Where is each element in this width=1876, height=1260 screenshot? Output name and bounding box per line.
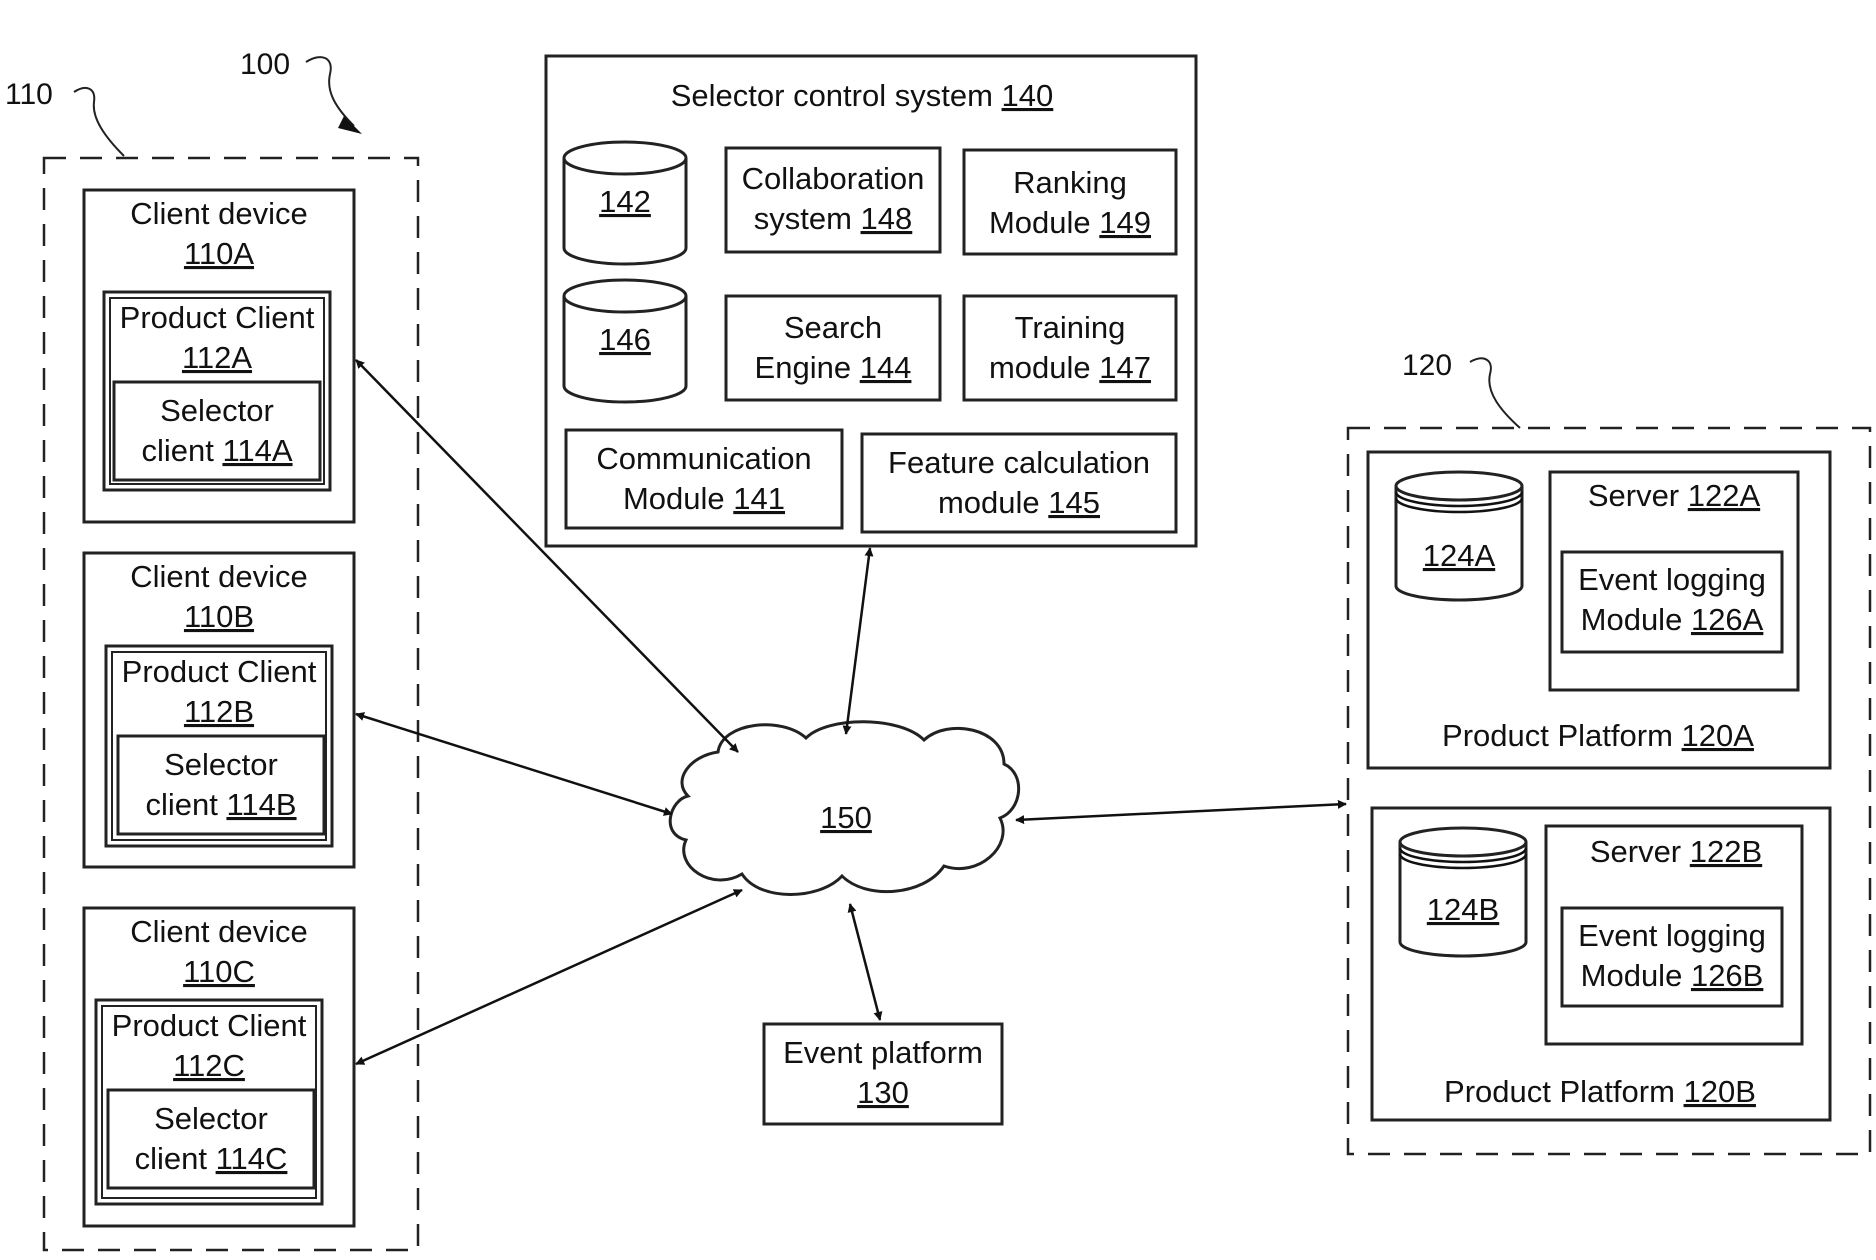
server-122b-label: Server 122B	[1590, 834, 1762, 869]
network-ref: 150	[820, 800, 872, 835]
platform-group-ref-callout: 120	[1402, 349, 1520, 428]
system-ref-leader	[306, 57, 354, 126]
selector-client-b-label-2: client 114B	[145, 787, 296, 822]
database-124a-top	[1396, 472, 1522, 500]
communication-module-label-2: Module 141	[623, 481, 785, 516]
database-124a: 124A	[1396, 472, 1522, 600]
training-module: Training module 147	[964, 296, 1176, 400]
client-device-a-label: Client device	[130, 196, 307, 231]
database-146-top	[564, 280, 686, 312]
database-124b-top	[1400, 828, 1526, 856]
product-client-c-ref: 112C	[173, 1048, 245, 1083]
event-platform-label: Event platform	[783, 1035, 983, 1070]
client-device-a-ref: 110A	[184, 236, 254, 271]
event-logging-a-label-2: Module 126A	[1581, 602, 1764, 637]
product-client-c-label: Product Client	[112, 1008, 307, 1043]
event-platform: Event platform 130	[764, 1024, 1002, 1124]
product-client-a-ref: 112A	[182, 340, 252, 375]
system-ref-arrowhead	[338, 116, 362, 134]
product-platform-a: 124A Server 122A Event logging Module 12…	[1368, 452, 1830, 768]
product-client-a-label: Product Client	[120, 300, 315, 335]
database-146-ref: 146	[599, 322, 651, 357]
event-logging-b-label-2: Module 126B	[1581, 958, 1764, 993]
system-ref-callout: 100	[240, 48, 362, 134]
database-124b-ref: 124B	[1427, 892, 1499, 927]
feature-calculation-module-label-2: module 145	[938, 485, 1100, 520]
database-142-ref: 142	[599, 184, 651, 219]
arrow-network-product-platforms	[1016, 804, 1346, 820]
training-module-label-1: Training	[1015, 310, 1126, 345]
ranking-module-label-1: Ranking	[1013, 165, 1127, 200]
selector-client-b-label-1: Selector	[164, 747, 278, 782]
database-142: 142	[564, 142, 686, 264]
ranking-module-label-2: Module 149	[989, 205, 1151, 240]
selector-control-system: Selector control system 140 142 146 Coll…	[546, 56, 1196, 546]
product-platform-b-label: Product Platform 120B	[1444, 1074, 1756, 1109]
database-146: 146	[564, 280, 686, 402]
arrow-client-c-network	[356, 890, 742, 1064]
selector-client-c-label-2: client 114C	[135, 1141, 288, 1176]
database-142-top	[564, 142, 686, 174]
selector-client-a-label-1: Selector	[160, 393, 274, 428]
network-cloud: 150	[670, 722, 1018, 895]
client-device-b-label: Client device	[130, 559, 307, 594]
system-ref: 100	[240, 48, 290, 81]
client-device-c: Client device 110C Product Client 112C S…	[84, 908, 354, 1226]
communication-module: Communication Module 141	[566, 430, 842, 528]
search-engine: Search Engine 144	[726, 296, 940, 400]
client-group-ref-leader	[74, 88, 124, 156]
client-device-b: Client device 110B Product Client 112B S…	[84, 553, 354, 867]
product-platform-b: 124B Server 122B Event logging Module 12…	[1372, 808, 1830, 1120]
communication-module-label-1: Communication	[596, 441, 811, 476]
collaboration-system-label-1: Collaboration	[742, 161, 925, 196]
arrow-client-b-network	[356, 714, 672, 814]
collaboration-system-label-2: system 148	[754, 201, 913, 236]
arrow-selector-control-network	[846, 548, 870, 734]
search-engine-label-2: Engine 144	[755, 350, 912, 385]
database-124a-ref: 124A	[1423, 538, 1496, 573]
platform-group-ref: 120	[1402, 349, 1452, 382]
ranking-module: Ranking Module 149	[964, 150, 1176, 254]
event-logging-b-label-1: Event logging	[1578, 918, 1766, 953]
training-module-label-2: module 147	[989, 350, 1151, 385]
client-device-c-label: Client device	[130, 914, 307, 949]
client-group-ref: 110	[5, 78, 53, 111]
event-logging-a-label-1: Event logging	[1578, 562, 1766, 597]
platform-group-ref-leader	[1470, 358, 1520, 428]
client-device-c-ref: 110C	[183, 954, 255, 989]
collaboration-system: Collaboration system 148	[726, 148, 940, 252]
feature-calculation-module: Feature calculation module 145	[862, 434, 1176, 532]
selector-client-c-label-1: Selector	[154, 1101, 268, 1136]
search-engine-label-1: Search	[784, 310, 882, 345]
selector-control-title: Selector control system 140	[671, 78, 1054, 113]
client-device-b-ref: 110B	[184, 599, 254, 634]
server-122a-label: Server 122A	[1588, 478, 1761, 513]
client-device-a: Client device 110A Product Client 112A S…	[84, 190, 354, 522]
database-124b: 124B	[1400, 828, 1526, 956]
product-client-b-label: Product Client	[122, 654, 317, 689]
client-group-ref-callout: 110	[5, 78, 124, 156]
arrow-network-event-platform	[850, 904, 880, 1020]
server-122b: Server 122B Event logging Module 126B	[1546, 826, 1802, 1044]
product-client-b-ref: 112B	[184, 694, 254, 729]
event-platform-ref: 130	[857, 1075, 909, 1110]
product-platform-a-label: Product Platform 120A	[1442, 718, 1754, 753]
feature-calculation-module-label-1: Feature calculation	[888, 445, 1150, 480]
selector-client-a-label-2: client 114A	[141, 433, 292, 468]
server-122a: Server 122A Event logging Module 126A	[1550, 472, 1798, 690]
